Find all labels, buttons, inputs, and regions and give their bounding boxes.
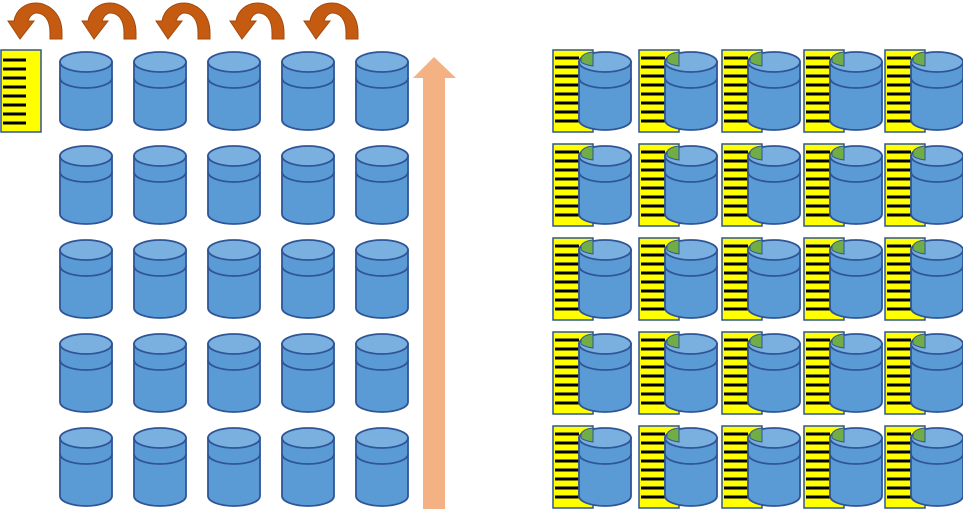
curved-arrow-icon bbox=[303, 2, 359, 40]
database-with-document-icon bbox=[883, 424, 963, 509]
database-with-document-icon bbox=[802, 142, 884, 228]
database-icon bbox=[133, 145, 187, 225]
left-panel bbox=[0, 2, 456, 509]
database-with-document-icon bbox=[802, 424, 884, 509]
database-grid-left bbox=[59, 51, 409, 507]
database-with-document-icon bbox=[637, 330, 719, 416]
right-panel bbox=[551, 48, 963, 509]
database-with-document-icon bbox=[802, 236, 884, 322]
database-with-document-icon bbox=[883, 330, 963, 416]
database-with-document-icon bbox=[551, 424, 633, 509]
database-icon bbox=[355, 145, 409, 225]
curved-arrows-row bbox=[7, 2, 359, 40]
database-icon bbox=[133, 333, 187, 413]
database-with-document-icon bbox=[720, 236, 802, 322]
database-with-document-icon bbox=[802, 48, 884, 134]
database-with-document-icon bbox=[720, 330, 802, 416]
database-icon bbox=[133, 427, 187, 507]
database-icon bbox=[207, 145, 261, 225]
database-with-document-icon bbox=[551, 48, 633, 134]
database-icon bbox=[355, 333, 409, 413]
database-icon bbox=[355, 51, 409, 131]
database-with-document-icon bbox=[883, 48, 963, 134]
curved-arrow-icon bbox=[155, 2, 211, 40]
database-icon bbox=[207, 239, 261, 319]
database-with-document-icon bbox=[637, 236, 719, 322]
database-icon bbox=[59, 333, 113, 413]
database-icon bbox=[207, 333, 261, 413]
database-with-document-icon bbox=[720, 424, 802, 509]
database-icon bbox=[59, 145, 113, 225]
curved-arrow-icon bbox=[81, 2, 137, 40]
database-icon bbox=[281, 239, 335, 319]
database-icon bbox=[59, 239, 113, 319]
document-icon bbox=[0, 48, 43, 134]
database-with-document-icon bbox=[883, 236, 963, 322]
database-icon bbox=[207, 51, 261, 131]
database-with-document-icon bbox=[551, 330, 633, 416]
curved-arrow-icon bbox=[229, 2, 285, 40]
database-icon bbox=[207, 427, 261, 507]
database-icon bbox=[133, 51, 187, 131]
up-arrow-icon bbox=[413, 57, 456, 509]
database-icon bbox=[355, 427, 409, 507]
database-with-document-icon bbox=[551, 236, 633, 322]
database-icon bbox=[133, 239, 187, 319]
database-with-document-icon bbox=[551, 142, 633, 228]
database-icon bbox=[59, 51, 113, 131]
database-icon bbox=[59, 427, 113, 507]
database-icon bbox=[281, 333, 335, 413]
database-icon bbox=[281, 51, 335, 131]
database-with-document-icon bbox=[637, 48, 719, 134]
database-icon bbox=[281, 145, 335, 225]
database-with-document-icon bbox=[637, 142, 719, 228]
database-icon bbox=[355, 239, 409, 319]
database-with-document-icon bbox=[802, 330, 884, 416]
database-with-document-icon bbox=[720, 142, 802, 228]
curved-arrow-icon bbox=[7, 2, 63, 40]
database-icon bbox=[281, 427, 335, 507]
database-with-document-icon bbox=[883, 142, 963, 228]
database-with-document-icon bbox=[720, 48, 802, 134]
database-with-document-icon bbox=[637, 424, 719, 509]
